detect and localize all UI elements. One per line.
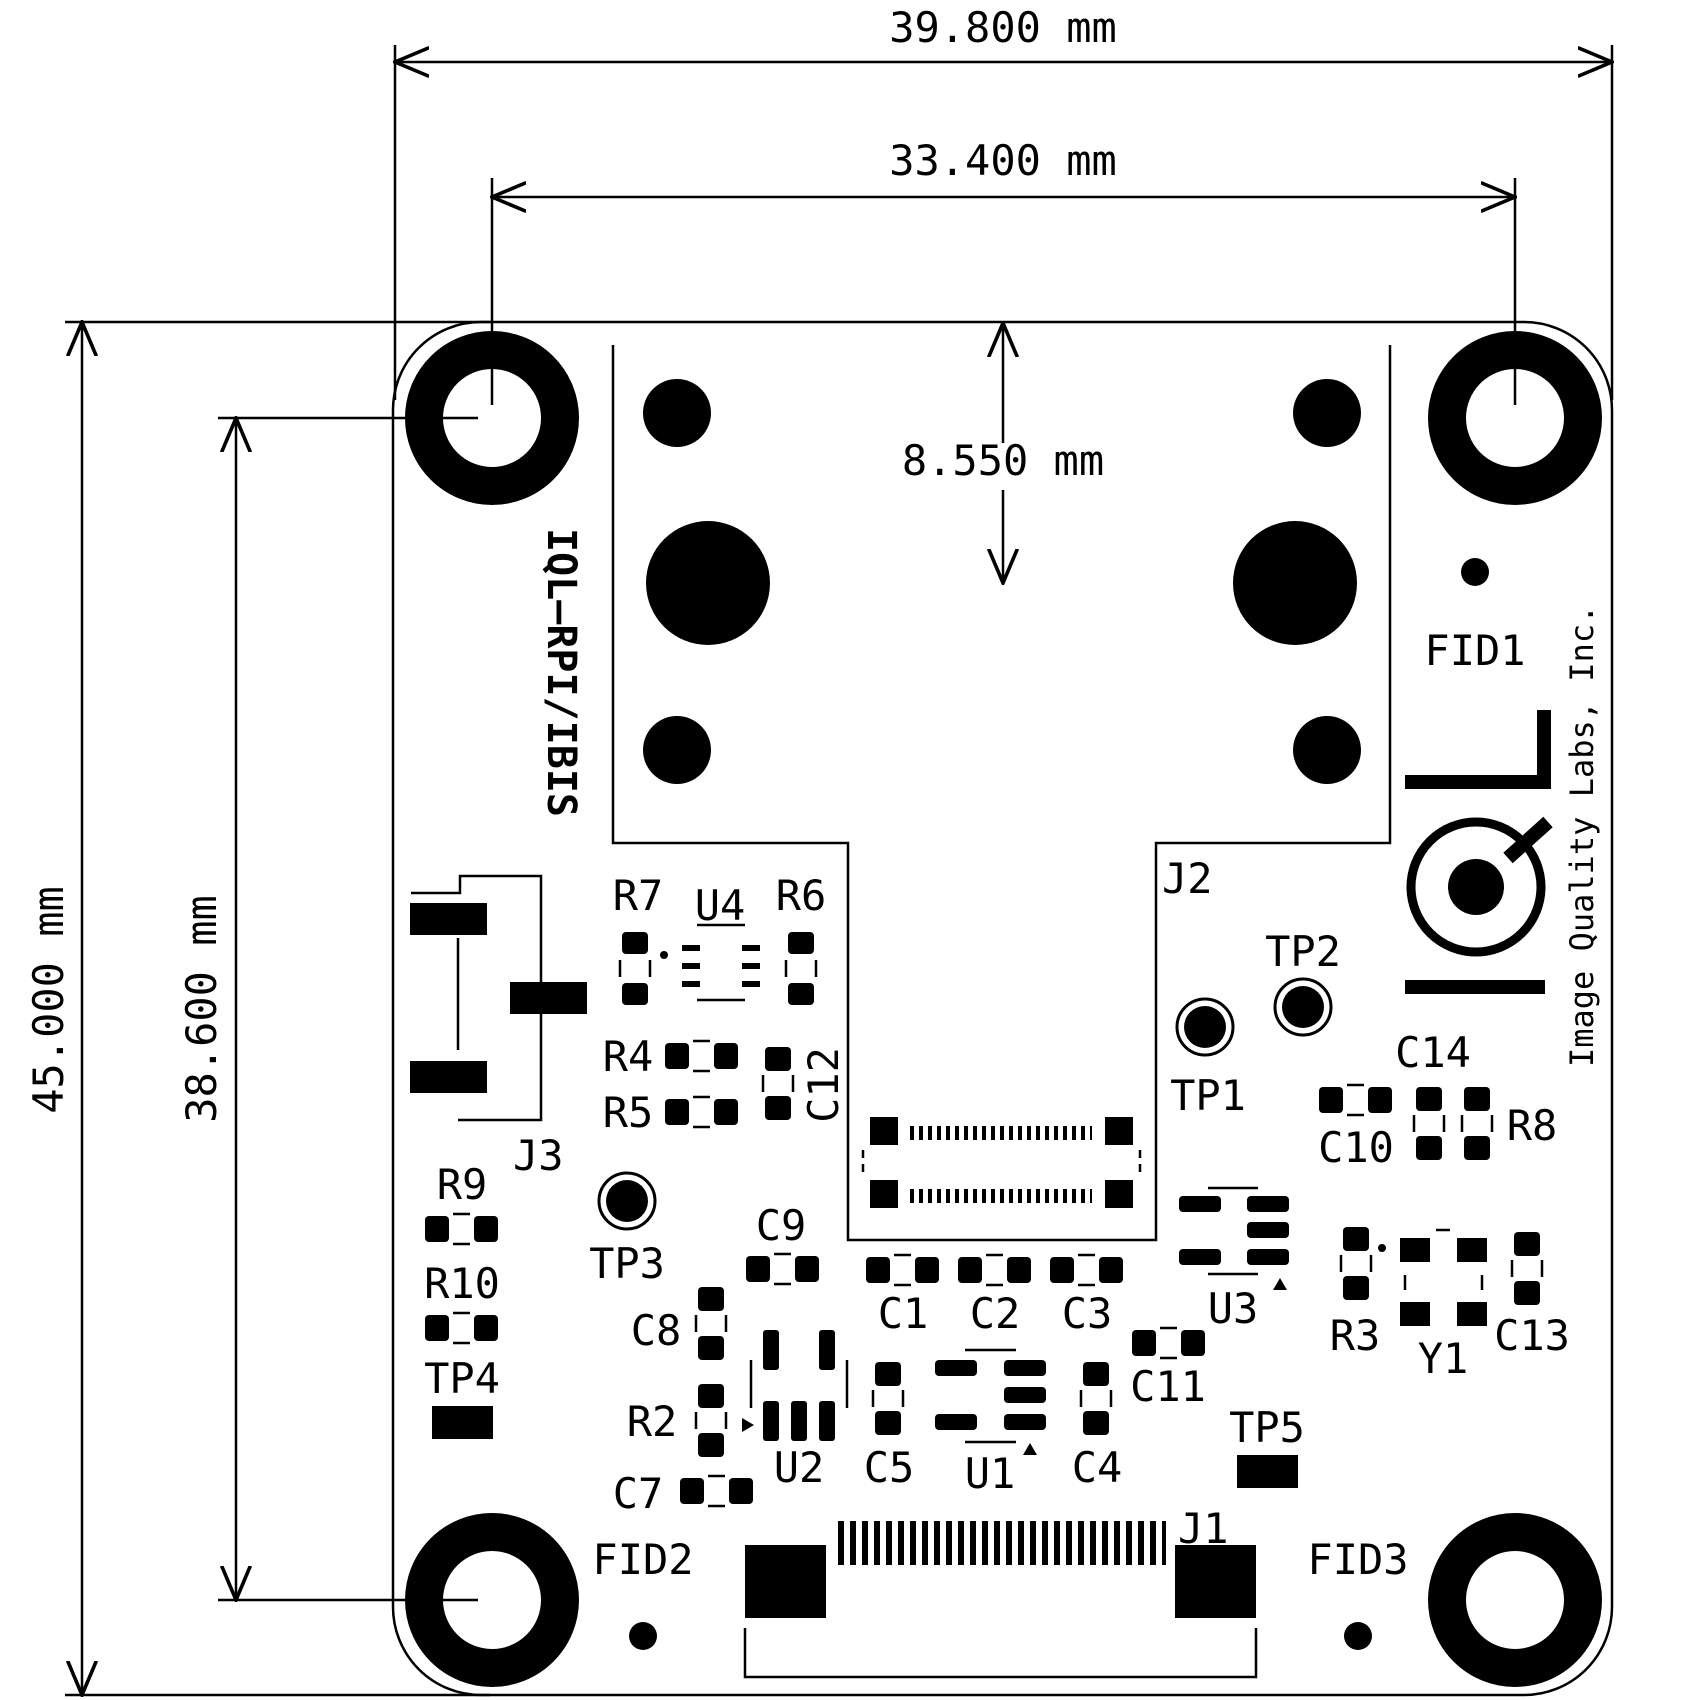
r4-footprint	[665, 1039, 738, 1073]
c8-footprint	[694, 1287, 728, 1360]
tp4-pad	[432, 1406, 493, 1439]
c5-label: C5	[864, 1443, 915, 1492]
hole-spacing-y-label: 38.600 mm	[177, 895, 226, 1123]
board-height-label: 45.000 mm	[24, 886, 73, 1114]
r6-label: R6	[776, 871, 827, 920]
u3-label: U3	[1208, 1284, 1259, 1333]
j2-label: J2	[1162, 854, 1213, 903]
r3-footprint	[1339, 1227, 1386, 1300]
fid3-mark	[1344, 1622, 1372, 1650]
r2-label: R2	[627, 1397, 678, 1446]
tp5-pad	[1237, 1455, 1298, 1488]
y1-footprint	[1400, 1228, 1487, 1326]
c13-footprint	[1510, 1232, 1544, 1305]
r4-label: R4	[603, 1032, 654, 1081]
mounting-hole-top-left	[405, 331, 579, 505]
c13-label: C13	[1494, 1311, 1570, 1360]
c11-label: C11	[1130, 1362, 1206, 1411]
u3-footprint	[1179, 1186, 1289, 1290]
fid1-label: FID1	[1424, 626, 1525, 675]
r7-label: R7	[613, 871, 664, 920]
r8-label: R8	[1507, 1101, 1558, 1150]
j1-label: J1	[1178, 1504, 1229, 1553]
mounting-hole-top-right	[1428, 331, 1602, 505]
dimension-hole-spacing-y: 38.600 mm	[177, 418, 478, 1600]
b2b-connector	[861, 1117, 1142, 1208]
fid3-label: FID3	[1307, 1535, 1408, 1584]
fid2-label: FID2	[592, 1535, 693, 1584]
tp1-footprint	[1175, 997, 1235, 1057]
j3-footprint	[410, 874, 587, 1122]
r5-footprint	[665, 1095, 738, 1129]
board-outline	[391, 320, 1614, 1697]
fid2-mark	[629, 1622, 657, 1650]
c4-footprint	[1079, 1362, 1113, 1435]
j2-outline	[611, 345, 1392, 1242]
u1-footprint	[935, 1348, 1046, 1455]
c3-footprint	[1050, 1253, 1123, 1287]
c1-label: C1	[878, 1289, 929, 1338]
c11-footprint	[1132, 1326, 1205, 1360]
c9-label: C9	[756, 1201, 807, 1250]
y1-label: Y1	[1418, 1334, 1469, 1383]
c10-label: C10	[1318, 1123, 1394, 1172]
r10-footprint	[425, 1311, 498, 1345]
c2-label: C2	[970, 1289, 1021, 1338]
c7-label: C7	[613, 1469, 664, 1518]
connector-offset-label: 8.550 mm	[902, 436, 1104, 485]
r9-footprint	[425, 1212, 498, 1246]
hole-spacing-x-label: 33.400 mm	[889, 136, 1117, 185]
mounting-hole-bottom-right	[1428, 1513, 1602, 1687]
tp2-footprint	[1273, 977, 1333, 1037]
u2-footprint	[742, 1330, 849, 1441]
j3-label: J3	[513, 1131, 564, 1180]
r6-footprint	[784, 932, 818, 1005]
c2-footprint	[958, 1253, 1031, 1287]
dimension-board-width: 39.800 mm	[395, 3, 1612, 400]
c4-label: C4	[1072, 1443, 1123, 1492]
tp5-label: TP5	[1229, 1403, 1305, 1452]
r2-footprint	[694, 1384, 728, 1457]
j1-footprint	[743, 1521, 1258, 1679]
tp3-label: TP3	[589, 1239, 665, 1288]
tp4-label: TP4	[424, 1354, 500, 1403]
r9-label: R9	[437, 1160, 488, 1209]
board-title: IQL–RPI/IBIS	[538, 528, 584, 817]
c7-footprint	[680, 1474, 753, 1508]
c12-label: C12	[799, 1047, 848, 1123]
logo-text: Image Quality Labs, Inc.	[1563, 605, 1601, 1067]
r8-footprint	[1460, 1087, 1494, 1160]
r5-label: R5	[603, 1088, 654, 1137]
c12-footprint	[761, 1047, 795, 1120]
r3-label: R3	[1330, 1311, 1381, 1360]
dimension-board-height: 45.000 mm	[24, 322, 490, 1695]
board-width-label: 39.800 mm	[889, 3, 1117, 52]
mounting-hole-bottom-left	[405, 1513, 579, 1687]
u4-label: U4	[695, 881, 746, 930]
u2-label: U2	[774, 1443, 825, 1492]
c5-footprint	[871, 1362, 905, 1435]
fid1-mark	[1461, 558, 1489, 586]
tp3-footprint	[597, 1171, 657, 1231]
tp1-label: TP1	[1170, 1071, 1246, 1120]
c9-footprint	[746, 1252, 819, 1286]
c3-label: C3	[1062, 1289, 1113, 1338]
c10-footprint	[1319, 1083, 1392, 1117]
iql-logo	[1405, 710, 1553, 994]
u4-footprint	[660, 923, 760, 1002]
r7-footprint	[618, 932, 652, 1005]
u1-label: U1	[965, 1449, 1016, 1498]
c14-label: C14	[1395, 1028, 1471, 1077]
c8-label: C8	[631, 1306, 682, 1355]
tp2-label: TP2	[1265, 927, 1341, 976]
c1-footprint	[866, 1253, 939, 1287]
dimension-hole-spacing-x: 33.400 mm	[492, 136, 1515, 405]
r10-label: R10	[424, 1259, 500, 1308]
c14-footprint	[1412, 1087, 1446, 1160]
dimension-connector-offset: 8.550 mm	[902, 323, 1104, 583]
